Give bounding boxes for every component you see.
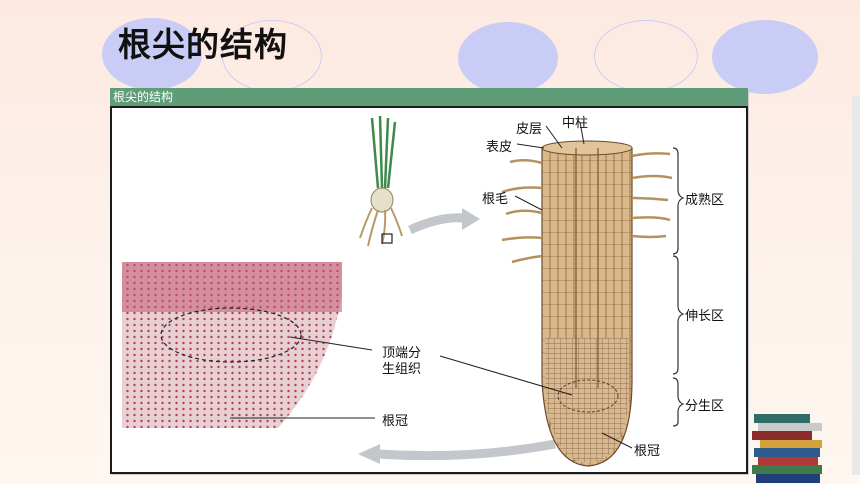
label-micrograph-root-cap: 根冠 — [382, 414, 409, 429]
label-root-cap: 根冠 — [634, 444, 661, 459]
label-stele: 中柱 — [562, 116, 589, 131]
label-epidermis: 表皮 — [486, 140, 513, 155]
side-stripe — [852, 95, 860, 475]
root-tip-micrograph — [122, 262, 573, 428]
arrow-to-root-icon — [408, 213, 466, 235]
seedling-icon — [359, 115, 403, 247]
figure-caption-bar: 根尖的结构 — [110, 88, 748, 106]
root-tip-illustration — [122, 115, 685, 467]
books-icon — [752, 414, 822, 483]
zone-brackets — [672, 147, 685, 427]
decorative-circle — [102, 18, 202, 90]
figure-frame — [110, 106, 748, 474]
label-maturation-zone: 成熟区 — [685, 193, 725, 208]
decorative-circle — [458, 22, 558, 94]
label-apical-meristem-line2: 生组织 — [382, 362, 422, 377]
decorative-circle-outline — [594, 20, 698, 92]
root-hairs — [501, 152, 673, 264]
label-apical-meristem-line1: 顶端分 — [382, 346, 422, 361]
arrow-to-micrograph-icon — [377, 439, 556, 461]
label-meristem-zone: 分生区 — [685, 399, 725, 414]
root-diagram — [501, 140, 673, 467]
root-tip-figure: 根尖的结构 — [110, 88, 748, 474]
label-elongation-zone: 伸长区 — [685, 309, 725, 324]
label-cortex: 皮层 — [516, 122, 543, 137]
decorative-circle — [712, 20, 818, 94]
slide-title: 根尖的结构 — [118, 25, 288, 64]
label-root-hair: 根毛 — [482, 192, 509, 207]
